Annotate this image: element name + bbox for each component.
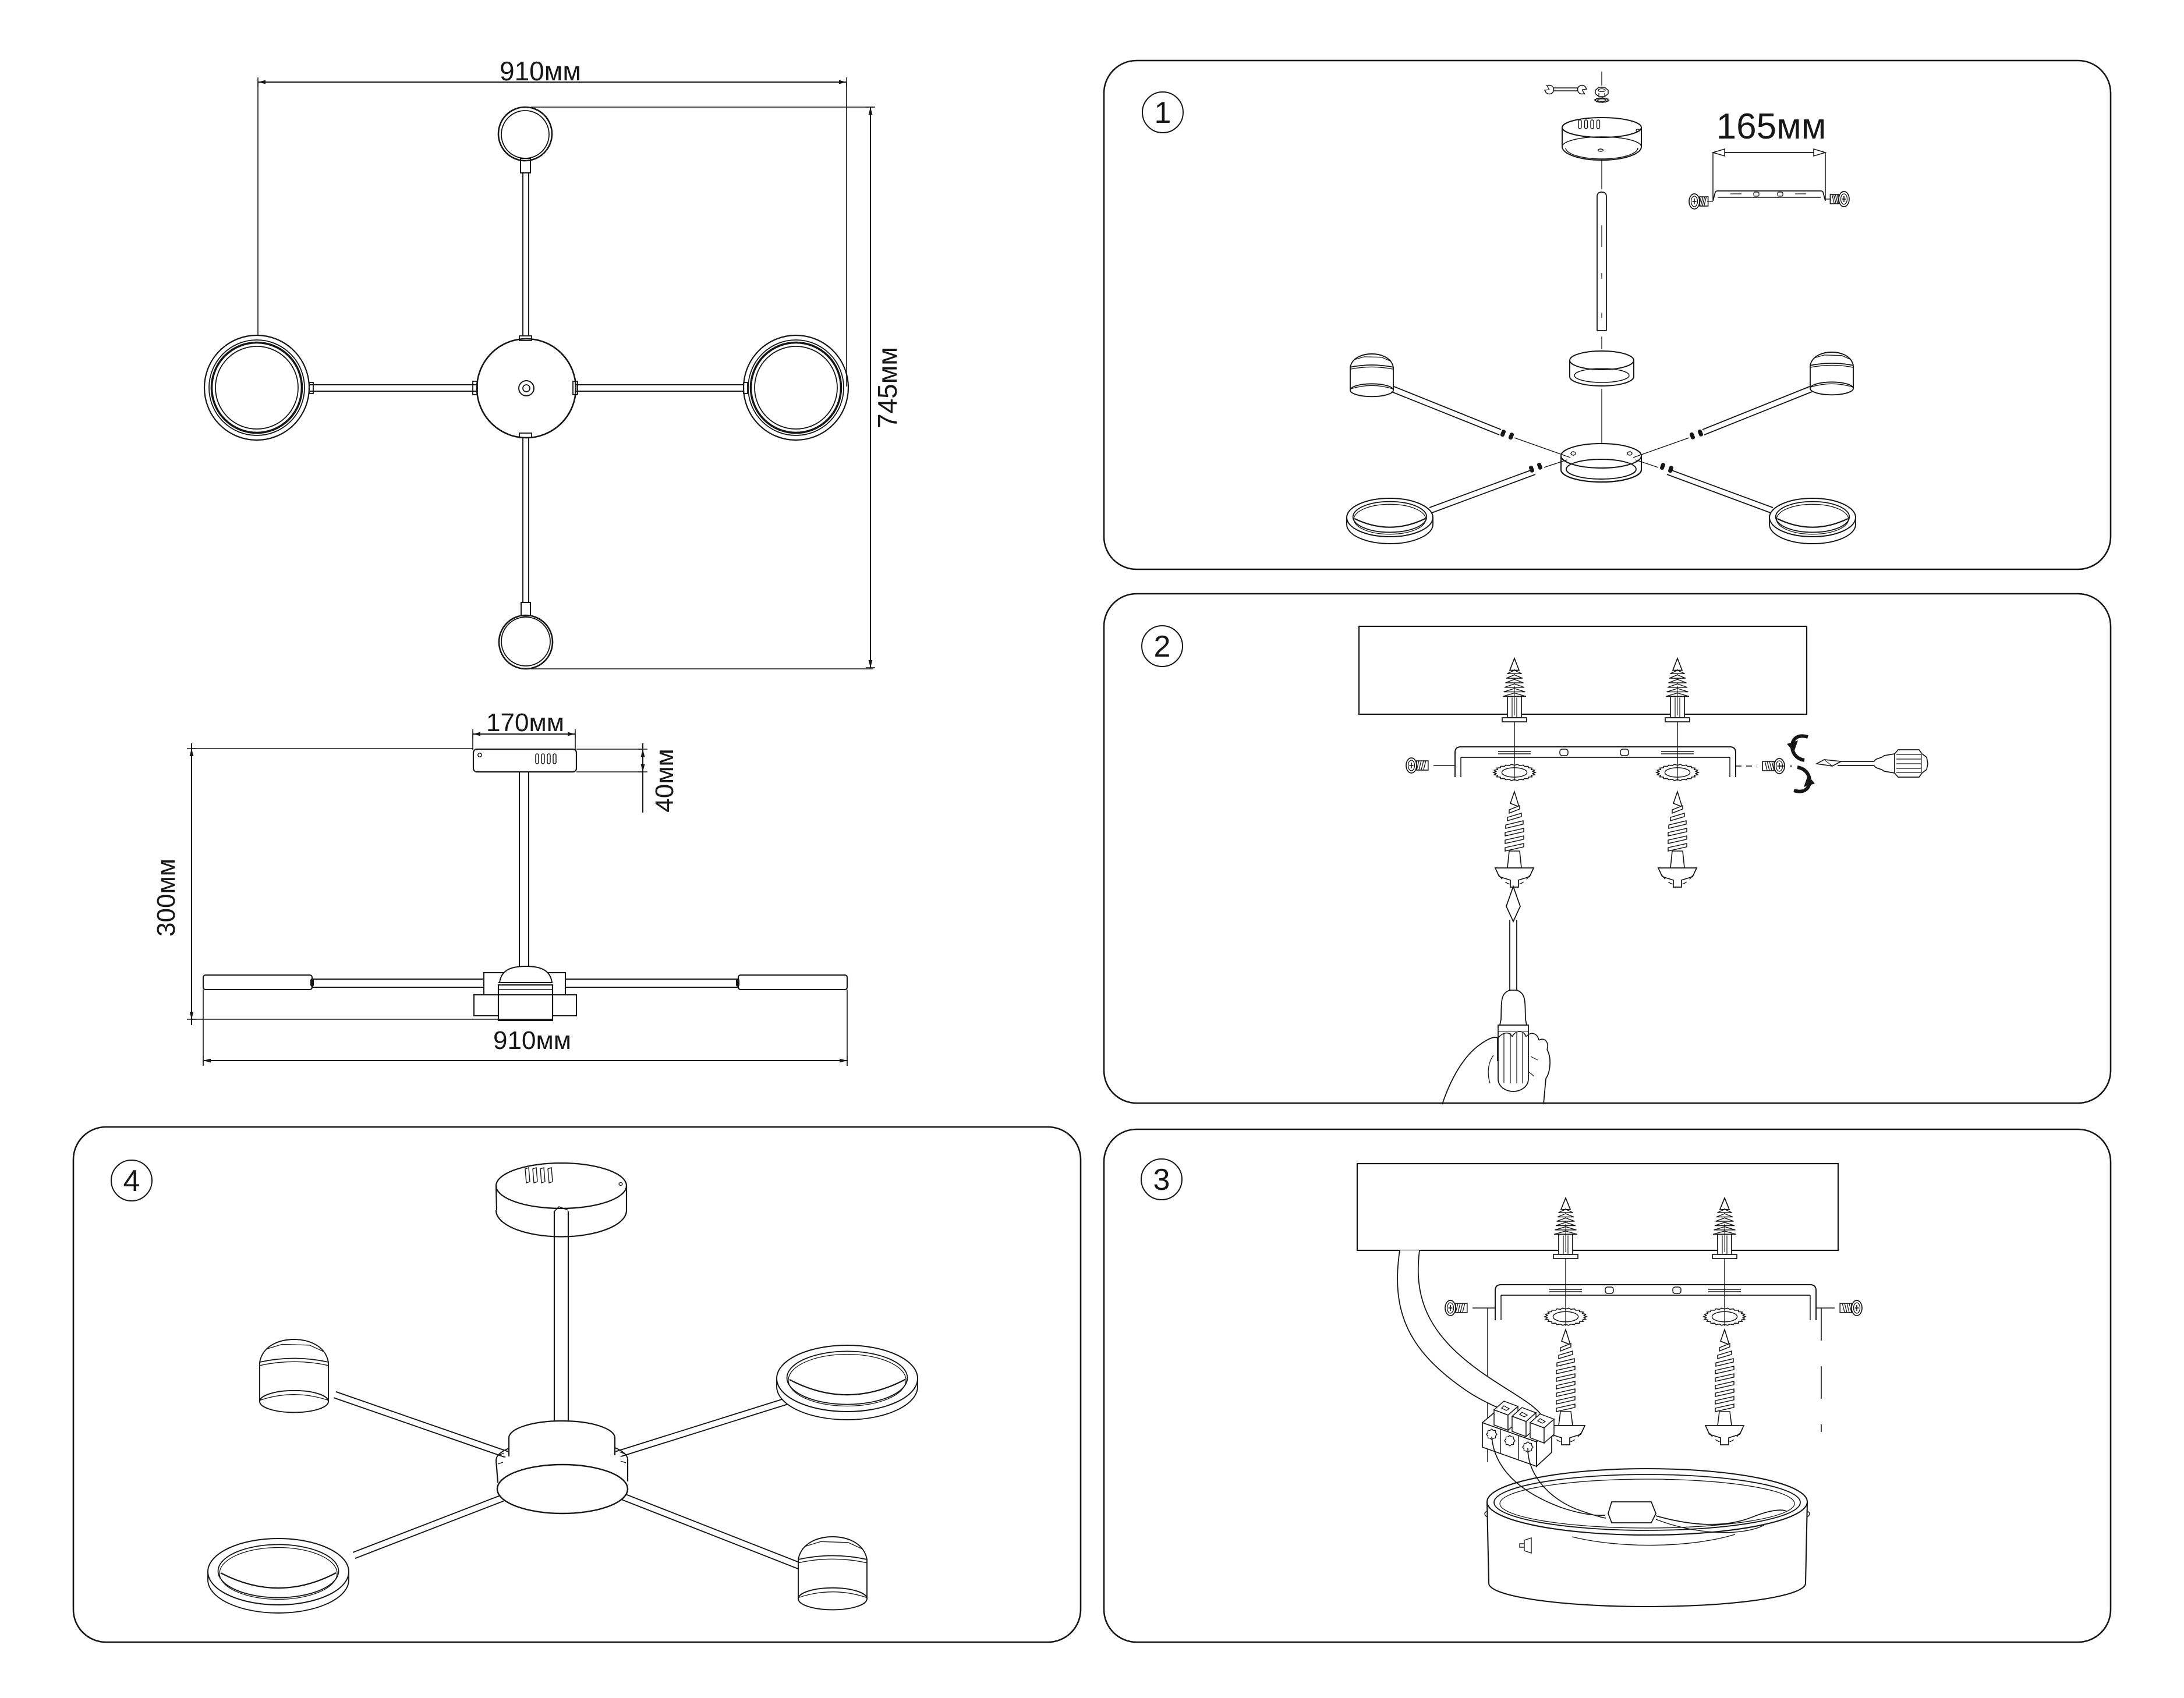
svg-text:910мм: 910мм (500, 56, 581, 86)
svg-text:910мм: 910мм (493, 1026, 571, 1055)
svg-text:300мм: 300мм (152, 859, 180, 937)
svg-text:165мм: 165мм (1716, 107, 1827, 147)
svg-text:2: 2 (1154, 630, 1171, 664)
svg-text:170мм: 170мм (486, 708, 564, 737)
svg-text:4: 4 (123, 1164, 140, 1198)
svg-text:40мм: 40мм (650, 749, 679, 812)
svg-text:3: 3 (1153, 1163, 1170, 1197)
svg-text:1: 1 (1155, 96, 1171, 130)
svg-text:745мм: 745мм (872, 347, 902, 428)
